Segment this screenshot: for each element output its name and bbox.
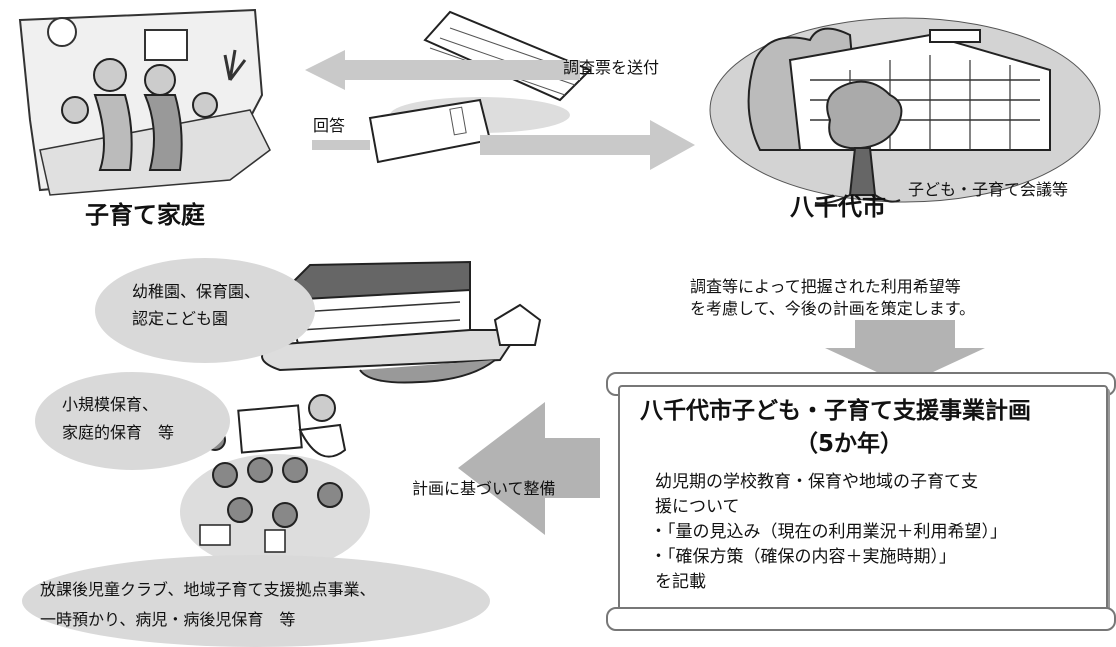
- plan-body-line-1: 幼児期の学校教育・保育や地域の子育て支: [655, 472, 978, 492]
- after-school-text-line-2: 一時預かり、病児・病後児保育 等: [40, 610, 296, 629]
- small-care-text-line-2: 家庭的保育 等: [62, 423, 175, 442]
- consider-text-line-2: を考慮して、今後の計画を策定します。: [690, 299, 976, 318]
- answer-arrow: [312, 120, 695, 170]
- plan-scroll: [618, 385, 1108, 619]
- plan-body-line-2: 援について: [655, 497, 740, 517]
- develop-arrow: [458, 402, 600, 535]
- children-illustration: [180, 394, 370, 570]
- plan-scroll-bottom: [606, 607, 1116, 631]
- after-school-text-line-1: 放課後児童クラブ、地域子育て支援拠点事業、: [40, 580, 376, 599]
- nursery-building-illustration: [261, 260, 542, 384]
- city-hall-illustration: [709, 17, 1101, 205]
- consider-arrow: [825, 320, 985, 385]
- council-label: 子ども・子育て会議等: [908, 180, 1069, 199]
- plan-title: 八千代市子ども・子育て支援事業計画: [640, 398, 1031, 424]
- kindergarten-text-line-1: 幼稚園、保育園、: [132, 282, 261, 301]
- send-survey-label: 調査票を送付: [563, 58, 660, 77]
- city-label: 八千代市: [790, 193, 886, 221]
- after-school-ellipse: [22, 555, 490, 647]
- answer-label: 回答: [313, 116, 346, 135]
- kindergarten-ellipse: [95, 258, 315, 363]
- consider-text-line-1: 調査等によって把握された利用希望等: [690, 277, 961, 296]
- household-label: 子育て家庭: [85, 201, 205, 229]
- plan-body-line-4: ・「確保方策（確保の内容＋実施時期）」: [650, 547, 956, 567]
- plan-subtitle: （5か年）: [795, 431, 904, 457]
- envelope-illustration: [368, 98, 492, 164]
- plan-body-line-3: ・「量の見込み（現在の利用業況＋利用希望）」: [650, 522, 1007, 542]
- small-care-ellipse: [35, 372, 230, 470]
- plan-body-line-5: を記載: [655, 572, 706, 592]
- send-survey-arrow: [305, 50, 580, 90]
- small-care-text-line-1: 小規模保育、: [62, 395, 159, 414]
- household-illustration: [18, 8, 271, 196]
- kindergarten-text-line-2: 認定こども園: [132, 309, 229, 328]
- develop-label: 計画に基づいて整備: [412, 479, 556, 498]
